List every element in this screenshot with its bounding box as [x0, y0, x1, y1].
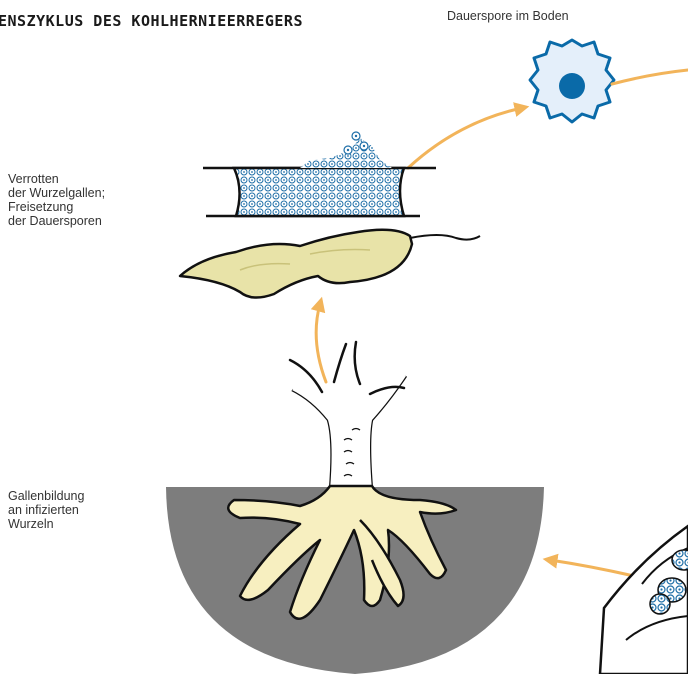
arrow-to-galls [550, 560, 634, 576]
arrow-up-to-rot [316, 304, 326, 382]
resting-spore [530, 40, 614, 122]
spore-mass [234, 168, 404, 216]
rotting-gall [180, 230, 480, 298]
plant-stem [290, 342, 406, 490]
infected-cells [600, 526, 688, 674]
spore-nucleus [559, 73, 585, 99]
arrow-to-spore [408, 108, 522, 168]
released-spores [203, 132, 436, 216]
arrow-spore-out [612, 70, 688, 84]
